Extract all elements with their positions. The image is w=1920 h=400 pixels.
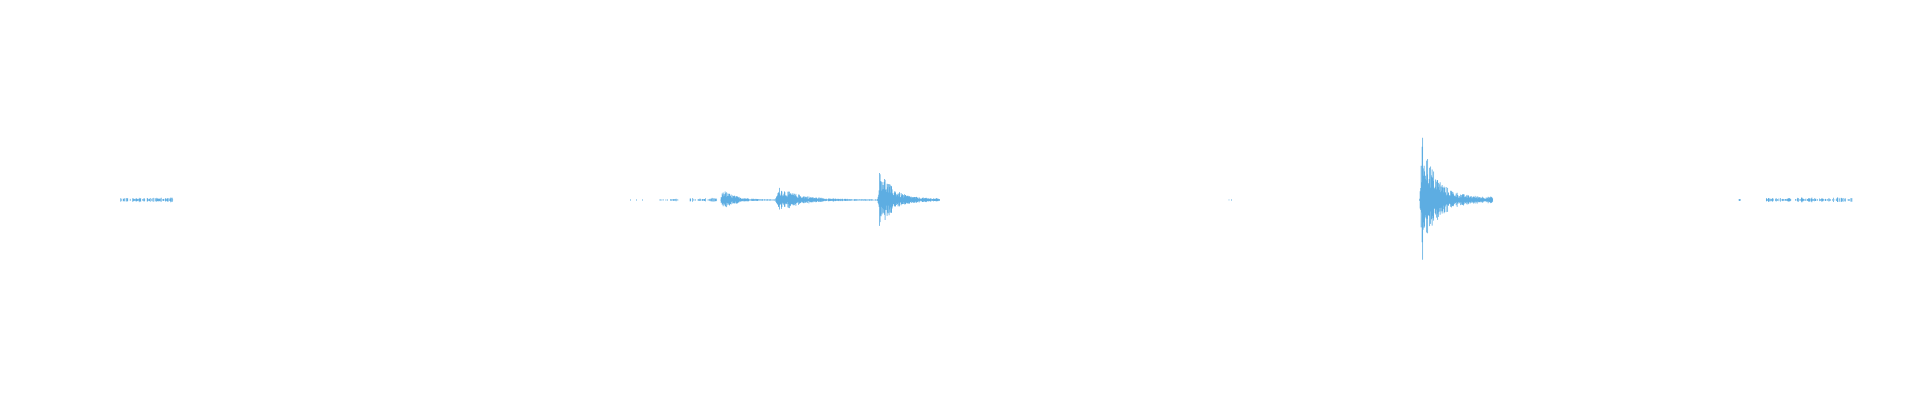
waveform-burst (877, 173, 940, 226)
waveform-sample-dot (1231, 199, 1232, 201)
waveform-burst (1765, 197, 1853, 203)
waveform-sample-dot (636, 199, 637, 201)
waveform-burst (720, 191, 776, 208)
waveform-burst (775, 187, 878, 210)
waveform-burst (120, 197, 174, 203)
waveform-burst (1419, 137, 1494, 260)
waveform-burst (659, 198, 679, 202)
waveform-sample-dot (1770, 199, 1771, 201)
waveform-sample-dot (630, 199, 631, 201)
waveform-burst (689, 197, 718, 202)
waveform-sample-dot (642, 199, 643, 201)
waveform-burst (1738, 198, 1741, 201)
waveform-signal (120, 137, 1853, 260)
